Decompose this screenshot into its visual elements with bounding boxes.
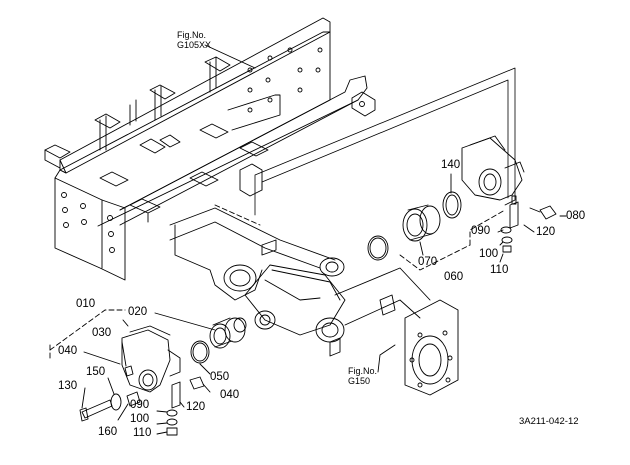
- part-label-060: 060: [444, 271, 464, 283]
- frame-brackets: [44, 56, 281, 223]
- part-160-nut: [126, 391, 141, 407]
- part-090-washer-left: [166, 409, 178, 417]
- leader-090-right: [497, 229, 504, 233]
- leader-ref-frame: [204, 44, 256, 69]
- part-label-090-right: 090: [471, 225, 491, 237]
- right-bracket-assembly: [367, 135, 557, 261]
- dash-line-060: [399, 244, 471, 271]
- dash-line-frame: [214, 204, 261, 226]
- part-150-washer: [110, 393, 122, 411]
- frame-rail-upper: [59, 17, 331, 174]
- leader-120-right: [523, 224, 535, 233]
- part-label-110-left: 110: [133, 427, 152, 439]
- part-label-130: 130: [58, 380, 78, 392]
- part-label-080: 080: [566, 210, 586, 222]
- leader-040-right: [202, 383, 211, 393]
- ref-label-housing: Fig.No. G150: [348, 366, 378, 387]
- frame-assembly: [44, 17, 376, 281]
- part-label-050: 050: [210, 371, 230, 383]
- end-plate-holes: [61, 192, 115, 253]
- part-030-plug: [124, 365, 134, 377]
- leader-050: [199, 363, 211, 375]
- leader-110-left: [156, 431, 168, 435]
- part-100-washer-left: [166, 418, 178, 426]
- part-140-ring: [442, 191, 462, 219]
- leader-150: [107, 377, 115, 395]
- leader-010: [122, 319, 129, 327]
- leader-110-right: [499, 253, 504, 263]
- part-label-020: 020: [128, 306, 148, 318]
- leader-090-left: [156, 410, 168, 413]
- part-label-150: 150: [86, 366, 106, 378]
- frame-end-block: [351, 91, 376, 117]
- part-070-bushing: [402, 208, 428, 242]
- part-label-100-left: 100: [130, 413, 150, 425]
- side-panel-holes: [247, 47, 323, 113]
- part-110-nut-left: [166, 427, 178, 436]
- part-020-bushing: [209, 323, 231, 349]
- part-120-bolt-left: [171, 381, 181, 409]
- left-bracket-assembly: [79, 317, 247, 436]
- part-label-120-left: 120: [186, 401, 206, 413]
- assembly-outline: [254, 67, 516, 216]
- o-ring-right: [367, 235, 389, 261]
- part-040-plug: [189, 376, 205, 390]
- ref-label-frame: Fig.No. G105XX: [177, 30, 212, 51]
- part-label-070: 070: [418, 256, 438, 268]
- part-label-100-right: 100: [479, 248, 499, 260]
- leader-130: [81, 387, 86, 409]
- part-label-030: 030: [92, 327, 112, 339]
- leader-100-right: [499, 241, 504, 246]
- support-bracket-right: [461, 137, 523, 201]
- leader-120-left: [179, 401, 185, 408]
- part-080-bolt: [539, 205, 557, 220]
- leader-020: [154, 312, 216, 331]
- axle-housing: [169, 207, 459, 396]
- part-label-010: 010: [76, 298, 96, 310]
- leader-040-left: [83, 351, 121, 365]
- leader-030: [121, 341, 127, 367]
- leader-070: [419, 241, 424, 256]
- part-050-oring: [190, 340, 210, 364]
- part-label-160: 160: [98, 426, 118, 438]
- part-label-090-left: 090: [130, 399, 150, 411]
- housing-flange: [404, 299, 459, 396]
- part-100-washer-right: [501, 236, 513, 244]
- dash-line-010: [49, 309, 126, 351]
- part-110-nut-right: [502, 245, 512, 253]
- part-label-110-right: 110: [490, 264, 509, 276]
- leader-ref-housing: [377, 344, 396, 373]
- part-090-washer-right: [500, 226, 512, 234]
- part-120-bolt-right: [509, 201, 519, 229]
- figure-code: 3A211-042-12: [519, 416, 579, 427]
- part-label-040-left: 040: [58, 345, 78, 357]
- part-label-140: 140: [441, 159, 461, 171]
- part-label-040-right: 040: [220, 389, 240, 401]
- part-label-120-right: 120: [536, 226, 556, 238]
- leader-160: [117, 403, 129, 421]
- leader-100-left: [156, 422, 168, 425]
- support-bracket-left: [121, 329, 171, 393]
